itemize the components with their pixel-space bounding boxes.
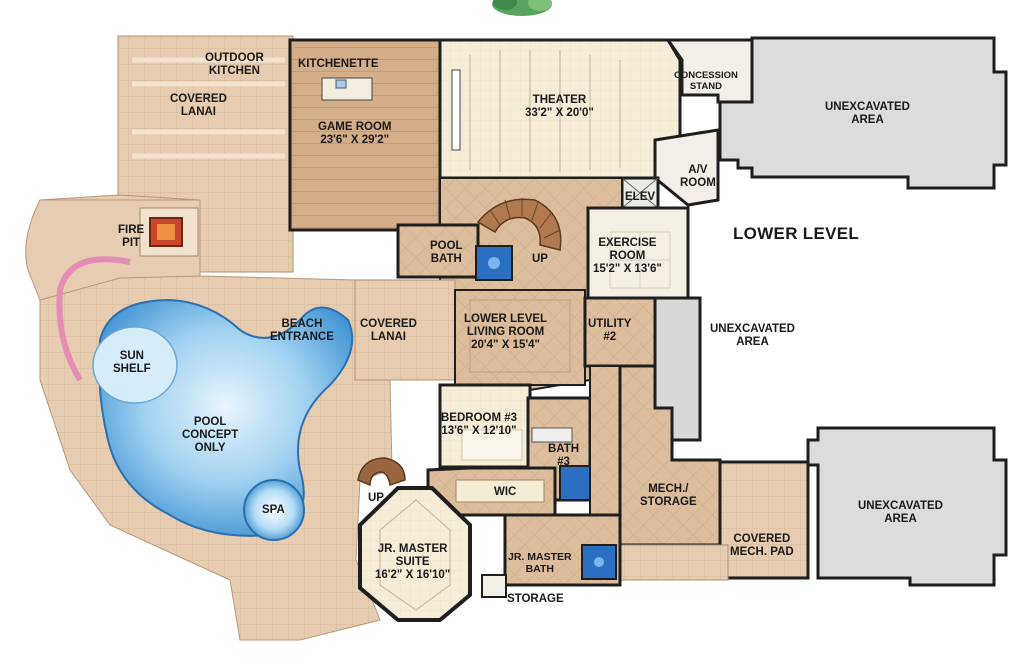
jr-master-suite-dims: 16'2" X 16'10" (375, 569, 451, 581)
label-stair-up-main: UP (532, 253, 548, 265)
label-utility: UTILITY#2 (588, 318, 632, 343)
level-title: LOWER LEVEL (733, 224, 860, 243)
fire-pit-flame (157, 224, 175, 240)
label-kitchenette: KITCHENETTE (298, 58, 379, 70)
sun-shelf (92, 326, 178, 404)
av-room (653, 128, 720, 207)
label-spa: SPA (262, 504, 285, 516)
living-room-rug (469, 299, 571, 373)
label-elev: ELEV (625, 191, 656, 203)
bath-3-shower (559, 465, 591, 501)
living-room-dims: 20'4" X 15'4" (471, 339, 540, 351)
game-room-dims: 23'6" X 29'2" (320, 134, 390, 146)
living-room (454, 289, 586, 386)
theater-steps (469, 50, 621, 172)
planter-curve (56, 256, 131, 382)
unexcavated-area-bottom (806, 426, 1008, 587)
bedroom-3-name: BEDROOM #3 (441, 412, 518, 424)
label-bath-3: BATH#3 (548, 443, 580, 468)
shower-drain-icon (488, 257, 500, 269)
bedroom-3-dims: 13'6" X 12'10" (441, 425, 517, 437)
label-stair-up-lower: UP (368, 492, 384, 504)
covered-mech-pad (718, 460, 810, 580)
plant-decoration (492, 0, 552, 16)
bedroom-3-bed (461, 429, 523, 461)
jr-master-suite (358, 486, 472, 622)
spiral-stair-main (476, 198, 562, 251)
label-wic: WIC (494, 486, 517, 498)
kitchenette-island (321, 77, 373, 101)
bath-3-vanity (531, 427, 573, 443)
wic-floor (455, 479, 545, 503)
exercise-room (586, 206, 690, 300)
kitchenette-sink (335, 79, 347, 89)
label-storage: STORAGE (507, 593, 564, 605)
pool-bath-shower (475, 245, 513, 281)
spiral-stair-lower (357, 457, 406, 487)
spa (243, 479, 305, 541)
exercise-grid (609, 231, 671, 289)
exercise-room-dims: 15'2" X 13'6" (593, 263, 662, 275)
theater-screen (451, 69, 461, 151)
concession-stand (665, 38, 754, 104)
storage-closet (481, 574, 507, 598)
lanai-beams (132, 57, 285, 159)
lower-terrace (617, 544, 729, 581)
label-mech-storage: MECH./STORAGE (640, 483, 697, 508)
spiral-stair-treads (489, 198, 561, 239)
pool-bath (396, 223, 480, 279)
theater-name: THEATER (532, 94, 587, 106)
label-game-room: GAME ROOM 23'6" X 29'2" (318, 121, 391, 147)
elevator-cross (621, 177, 659, 209)
label-bedroom-3: BEDROOM #3 13'6" X 12'10" (441, 412, 517, 438)
label-theater: THEATER 33'2" X 20'0" (525, 94, 594, 120)
game-room-name: GAME ROOM (318, 121, 392, 133)
south-hall (589, 365, 621, 517)
jr-shower-drain-icon (594, 557, 604, 567)
utility-2 (583, 296, 657, 368)
theater-dims: 33'2" X 20'0" (525, 107, 594, 119)
jr-suite-ceiling (379, 499, 451, 611)
